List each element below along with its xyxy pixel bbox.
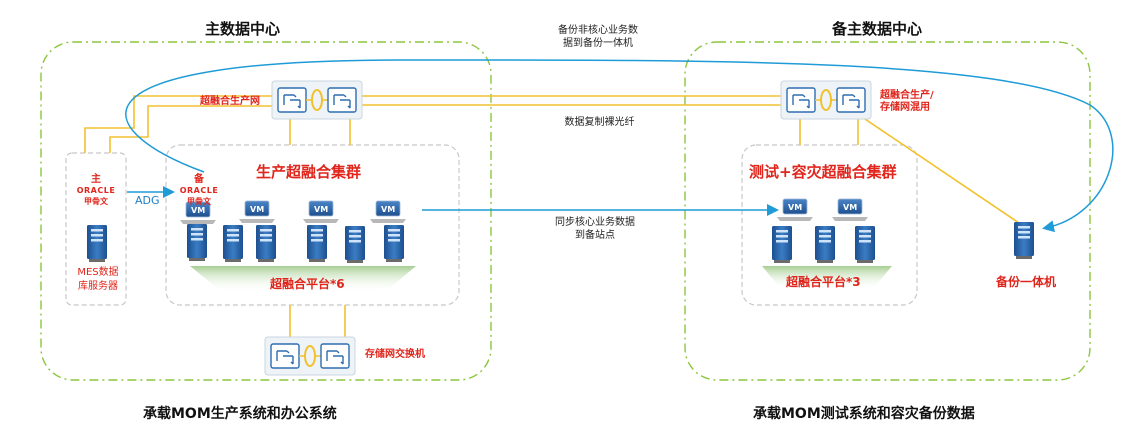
svg-text:VM: VM xyxy=(788,203,802,212)
prod-vm: VM xyxy=(369,200,407,224)
backup-dc-title: 备主数据中心 xyxy=(832,20,923,38)
noncore-backup-flow xyxy=(125,59,1114,233)
backup-dc-region xyxy=(684,41,1091,381)
prod-network-to-database-link xyxy=(109,105,278,153)
noncore-backup-label: 备份非核心业务数 据到备份一体机 xyxy=(558,25,638,49)
svg-text:VM: VM xyxy=(843,203,857,212)
prod-network-switch-pair xyxy=(271,80,363,120)
dr-cluster-frame xyxy=(741,144,918,306)
dr-server xyxy=(855,226,875,263)
svg-text:VM: VM xyxy=(191,206,205,215)
prod-platform-base xyxy=(190,266,416,292)
backup-appliance-server xyxy=(1014,222,1034,259)
dr-server xyxy=(772,226,792,263)
backup-network-to-appliance-link xyxy=(861,116,1026,228)
primary-dc-title: 主数据中心 xyxy=(205,20,281,38)
prod-server xyxy=(307,225,327,262)
prod-platform-label: 超融合平台*6 xyxy=(270,277,345,291)
svg-text:VM: VM xyxy=(314,205,328,214)
prod-vm: VM xyxy=(179,201,217,225)
storage-switch-pair xyxy=(264,336,356,376)
database-group-frame xyxy=(65,152,127,306)
storage-switch-label: 存储网交换机 xyxy=(365,349,425,360)
dr-server xyxy=(815,226,835,263)
prod-server xyxy=(223,225,243,262)
prod-server xyxy=(384,225,404,262)
dr-cluster-title: 测试+容灾超融合集群 xyxy=(749,163,897,181)
core-sync-label: 同步核心业务数据 到备站点 xyxy=(555,217,635,241)
backup-appliance-label: 备份一体机 xyxy=(996,275,1057,289)
prod-network-to-database-link xyxy=(84,95,278,153)
dr-platform-base xyxy=(762,266,892,290)
prod-server xyxy=(256,225,276,262)
prod-vm: VM xyxy=(238,200,276,224)
prod-cluster-frame xyxy=(165,144,460,306)
prod-network-label: 超融合生产网 xyxy=(200,96,260,107)
backup-dc-caption: 承载MOM测试系统和容灾备份数据 xyxy=(753,406,975,422)
prod-vm: VM xyxy=(302,200,340,224)
dr-vm: VM xyxy=(831,198,869,222)
prod-cluster-title: 生产超融合集群 xyxy=(256,163,362,181)
prod-server xyxy=(345,226,365,263)
dr-platform-label: 超融合平台*3 xyxy=(786,275,861,289)
svg-text:VM: VM xyxy=(250,205,264,214)
oracle-primary-logo: 主 ORACLE 甲骨文 xyxy=(76,174,116,206)
adg-label: ADG xyxy=(135,194,160,207)
backup-network-switch-pair xyxy=(780,80,872,120)
fiber-link-label: 数据复制裸光纤 xyxy=(564,117,635,128)
dr-vm: VM xyxy=(776,198,814,222)
svg-text:VM: VM xyxy=(381,205,395,214)
network-links xyxy=(84,95,1026,342)
primary-dc-caption: 承载MOM生产系统和办公系统 xyxy=(143,406,337,422)
prod-server xyxy=(187,224,207,261)
oracle-standby-logo: 备 ORACLE 甲骨文 xyxy=(179,174,219,206)
mes-server-label: MES数据 库服务器 xyxy=(77,267,119,292)
primary-dc-region xyxy=(40,41,492,381)
backup-network-label: 超融合生产/ 存储网混用 xyxy=(880,90,934,113)
mes-database-server xyxy=(87,225,107,262)
